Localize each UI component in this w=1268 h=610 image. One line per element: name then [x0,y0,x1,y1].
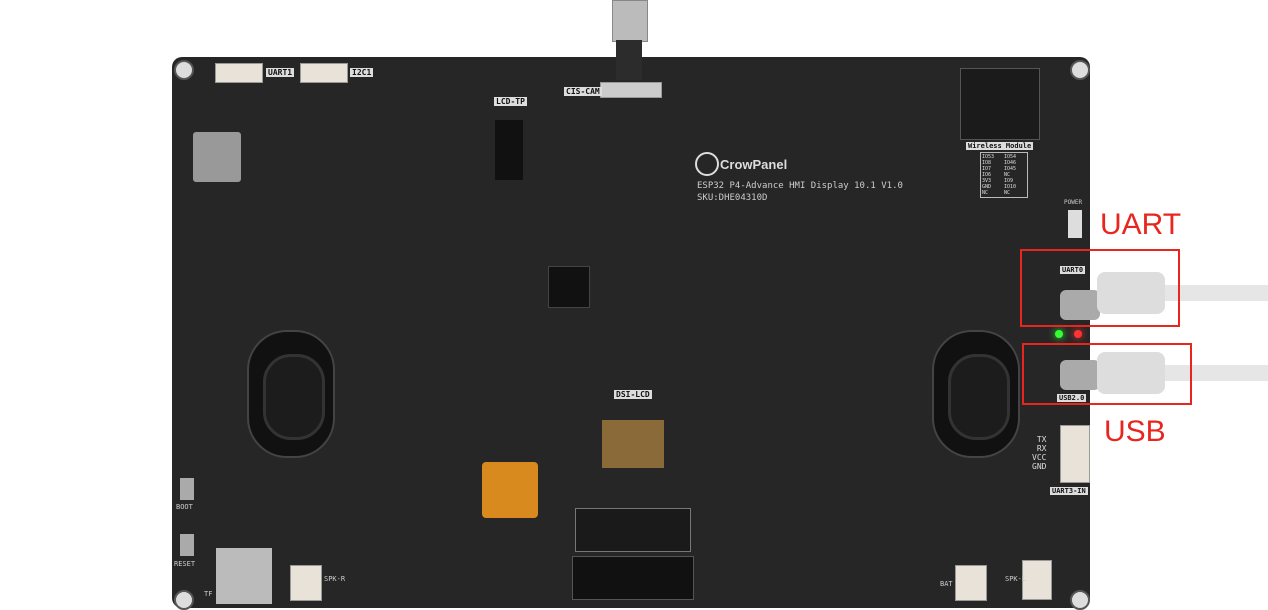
uart3-pin-label: VCC [1032,453,1047,462]
wireless-header [960,68,1040,140]
uart1-connector [215,63,263,83]
speaker-left [247,330,335,458]
boot-label: BOOT [176,503,193,511]
uart3-pin-label: GND [1032,462,1047,471]
uart0-port[interactable] [1060,290,1100,320]
camera-flex-cable [616,40,642,80]
gpio-pin-table [575,508,691,552]
uart-highlight-box [1020,249,1180,327]
uart0-cable-plug [1097,272,1165,314]
red-led [1074,330,1082,338]
spk-l-connector [1022,560,1052,600]
uart0-cable [1165,285,1268,301]
power-switch[interactable] [1068,210,1082,238]
mount-hole [174,60,194,80]
uart3-pin-label: TX [1036,435,1047,444]
spk-r-connector [290,565,322,601]
usb20-cable-plug [1097,352,1165,394]
wireless-pin-label: NC [982,190,989,196]
spk-r-label: SPK-R [324,575,346,583]
uart-annotation: UART [1100,208,1182,241]
wireless-pin-label: IO46 [1004,160,1017,166]
usb20-port[interactable] [1060,360,1100,390]
gpio-header [572,556,694,600]
speaker-right [932,330,1020,458]
reset-button[interactable] [180,534,194,556]
wireless-pin-label: IO54 [1004,154,1017,160]
usb-annotation: USB [1104,415,1166,448]
wireless-pin-label: IO7 [982,166,992,172]
esp-module [193,132,241,182]
mount-hole [1070,60,1090,80]
camera-connector [600,82,662,98]
lcd-tp-label: LCD-TP [494,97,527,106]
uart3-connector [1060,425,1090,483]
uart3-pin-label: RX [1036,444,1047,453]
brand-name: CrowPanel [720,157,788,172]
wireless-pin-label: NC [1004,190,1011,196]
uart3-label: UART3-IN [1050,487,1088,495]
tf-card-slot[interactable] [216,548,272,604]
flex-cable [482,462,538,518]
uart1-label: UART1 [266,68,295,77]
power-label: POWER [1064,199,1083,206]
i2c1-label: I2C1 [350,68,374,77]
camera-module [612,0,648,42]
green-led [1055,330,1063,338]
i2c1-connector [300,63,348,83]
wireless-pin-label: GND [982,184,992,190]
mount-hole [174,590,194,610]
wireless-pin-label: IO6 [982,172,992,178]
wireless-pin-label: IO8 [982,160,992,166]
board-title: ESP32 P4-Advance HMI Display 10.1 V1.0 [697,181,903,191]
wireless-label: Wireless Module [966,142,1034,150]
wireless-pin-label: IO45 [1004,166,1017,172]
dsi-lcd-label: DSI-LCD [614,390,652,399]
tf-label: TF [204,590,213,598]
wireless-pin-label: NC [1004,172,1011,178]
wireless-pin-label: 3V3 [982,178,992,184]
wireless-pin-label: IO53 [982,154,995,160]
spk-l-label: SPK-L [1005,575,1027,583]
lcd-tp-cable [495,120,523,180]
uart0-label: UART0 [1060,266,1086,274]
reset-label: RESET [174,560,196,568]
bat-label: BAT [940,580,953,588]
boot-button[interactable] [180,478,194,500]
wireless-pin-label: IO9 [1004,178,1014,184]
wireless-pin-label: IO10 [1004,184,1017,190]
usb20-label: USB2.0 [1057,394,1087,402]
usb-highlight-box [1022,343,1192,405]
main-chip [548,266,590,308]
mount-hole [1070,590,1090,610]
bat-connector [955,565,987,601]
dsi-lcd-connector [602,420,664,468]
board-sku: SKU:DHE04310D [697,193,768,203]
cis-cam-label: CIS-CAM [564,87,602,96]
crowpanel-logo-icon [695,152,719,176]
